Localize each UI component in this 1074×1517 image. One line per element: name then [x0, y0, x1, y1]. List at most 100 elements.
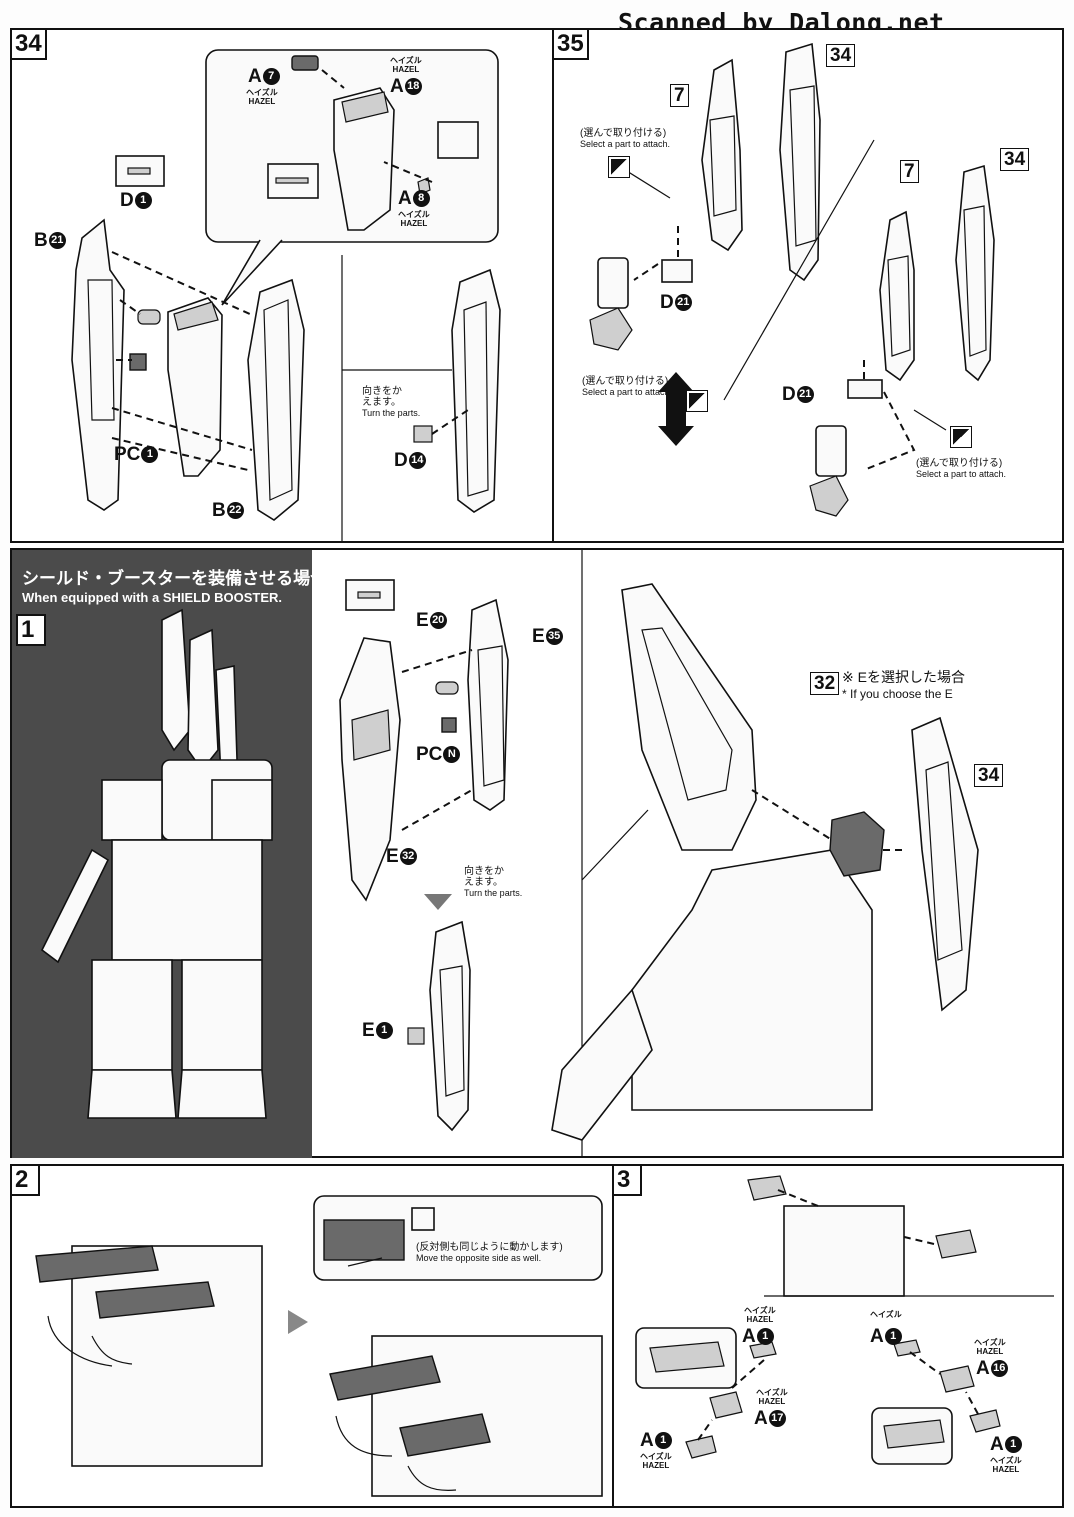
turn-parts-note-34: 向きをかえます。 Turn the parts. — [362, 386, 420, 419]
select-note-3-jp: (選んで取り付ける) — [916, 458, 1003, 469]
label-e20-num: 20 — [429, 612, 447, 630]
shield-booster-illustration — [339, 550, 979, 1158]
label-pc1-letter: PC — [114, 444, 141, 465]
label-a18-num: 18 — [404, 78, 422, 96]
step-34-number: 34 — [10, 28, 47, 60]
hazel-a16: ヘイズル HAZEL — [974, 1338, 1006, 1356]
turn-parts-en-34: Turn the parts. — [362, 408, 421, 418]
choose-e-en: * If you choose the E — [842, 687, 953, 701]
hazel-a7: ヘイズル HAZEL — [246, 88, 278, 106]
hazel-a16-jp: ヘイズル — [974, 1338, 1006, 1347]
select-note-3: (選んで取り付ける) Select a part to attach. — [916, 458, 1006, 480]
label-d14-letter: D — [394, 450, 408, 471]
label-d21-b-letter: D — [782, 384, 796, 405]
hazel-a18: ヘイズル HAZEL — [390, 56, 422, 74]
select-note-2-en: Select a part to attach. — [582, 387, 673, 397]
mobile-suit-illustration — [40, 608, 273, 1119]
label-a8-num: 8 — [412, 190, 430, 208]
hazel-a8-jp: ヘイズル — [398, 210, 430, 219]
label-a17-num: 17 — [768, 1410, 786, 1428]
label-b22-letter: B — [212, 500, 226, 521]
step-34-illustration — [71, 49, 501, 541]
hazel-a1b-en: HAZEL — [642, 1461, 670, 1470]
hazel-a1b-jp: ヘイズル — [640, 1452, 672, 1461]
label-e1-num: 1 — [375, 1022, 393, 1040]
turn-parts-jp-34: 向きをかえます。 — [362, 386, 402, 408]
select-icon-3 — [950, 426, 972, 448]
select-icon-2 — [686, 390, 708, 412]
hazel-a1b: ヘイズル HAZEL — [640, 1452, 672, 1470]
label-a1d-letter: A — [990, 1434, 1004, 1455]
hazel-a18-jp: ヘイズル — [390, 56, 422, 65]
hazel-a1c: ヘイズル — [870, 1310, 902, 1319]
hazel-a8: ヘイズル HAZEL — [398, 210, 430, 228]
ref-part-34-shield: 34 — [974, 764, 1004, 787]
label-a1d-num: 1 — [1004, 1436, 1022, 1454]
hazel-a16-en: HAZEL — [976, 1347, 1004, 1356]
label-a18-letter: A — [390, 76, 404, 97]
shield-title-jp: シールド・ブースターを装備させる場合 — [22, 569, 328, 588]
turn-parts-note-shield: 向きをかえます。 Turn the parts. — [464, 866, 522, 899]
ref-part-32: 32 — [810, 672, 840, 695]
hazel-a17-jp: ヘイズル — [756, 1388, 788, 1397]
hazel-a7-en: HAZEL — [248, 97, 276, 106]
label-a17-letter: A — [754, 1408, 768, 1429]
label-b22-num: 22 — [226, 502, 244, 520]
label-e20-letter: E — [416, 610, 429, 631]
hazel-a1c-jp: ヘイズル — [870, 1310, 902, 1319]
hazel-a8-en: HAZEL — [400, 219, 428, 228]
label-d1-letter: D — [120, 190, 134, 211]
hazel-a1a-jp: ヘイズル — [744, 1306, 776, 1315]
step-3-number: 3 — [612, 1164, 642, 1196]
select-icon-1 — [608, 156, 630, 178]
hazel-a7-jp: ヘイズル — [246, 88, 278, 97]
select-note-3-en: Select a part to attach. — [916, 469, 1007, 479]
label-a1b-num: 1 — [654, 1432, 672, 1450]
label-a1b-letter: A — [640, 1430, 654, 1451]
select-note-1: (選んで取り付ける) Select a part to attach. — [580, 128, 670, 150]
ref-part-34-top: 34 — [826, 44, 856, 67]
label-b21-letter: B — [34, 230, 48, 251]
label-d21-a-num: 21 — [674, 294, 692, 312]
label-a16-num: 16 — [990, 1360, 1008, 1378]
turn-parts-jp-shield: 向きをかえます。 — [464, 866, 504, 888]
ref-part-7-bottom: 7 — [900, 160, 919, 183]
hazel-a1d-en: HAZEL — [992, 1465, 1020, 1474]
select-note-2: (選んで取り付ける) Select a part to attach. — [582, 376, 672, 398]
select-note-1-en: Select a part to attach. — [580, 139, 671, 149]
hazel-a17: ヘイズル HAZEL — [756, 1388, 788, 1406]
step-1-number: 1 — [16, 614, 46, 646]
shield-title-block: シールド・ブースターを装備させる場合 When equipped with a … — [12, 550, 327, 1158]
select-note-1-jp: (選んで取り付ける) — [580, 128, 667, 139]
hazel-a1d: ヘイズル HAZEL — [990, 1456, 1022, 1474]
opposite-side-note: (反対側も同じように動かします) Move the opposite side … — [416, 1242, 563, 1264]
ref-part-7-top: 7 — [670, 84, 689, 107]
hazel-a17-en: HAZEL — [758, 1397, 786, 1406]
step-3-illustration — [635, 1175, 1054, 1465]
turn-parts-en-shield: Turn the parts. — [464, 888, 523, 898]
choose-e-jp: ※ Eを選択した場合 — [842, 669, 965, 685]
label-a7-num: 7 — [262, 68, 280, 86]
label-pcn-letter: PC — [416, 744, 443, 765]
step-35-panel: 35 7 34 7 34 (選んで取り付ける) Select a part to… — [552, 28, 1064, 543]
opposite-side-jp: (反対側も同じように動かします) — [416, 1242, 563, 1253]
label-pcn-num: N — [443, 746, 461, 764]
label-a7-letter: A — [248, 66, 262, 87]
